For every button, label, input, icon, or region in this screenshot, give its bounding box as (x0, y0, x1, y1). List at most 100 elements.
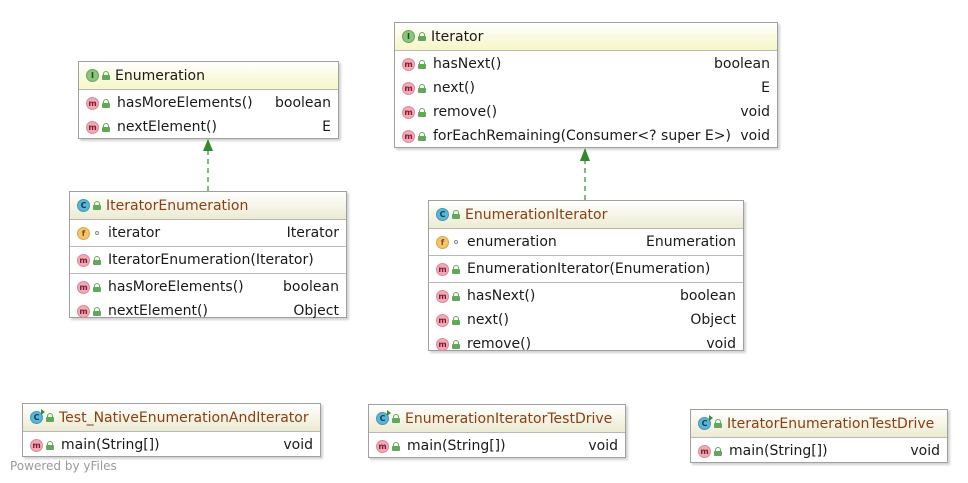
class-header: C IteratorEnumeration (70, 192, 346, 220)
public-lock-icon (93, 201, 101, 210)
public-lock-icon (102, 122, 110, 132)
field-type: Enumeration (646, 234, 736, 250)
method-row[interactable]: m main(String[]) void (369, 434, 625, 458)
public-lock-icon (714, 419, 722, 428)
interface-icon: I (402, 30, 415, 43)
public-lock-icon (418, 131, 426, 141)
return-type: void (283, 437, 313, 453)
method-icon: m (436, 289, 449, 303)
methods-section: m main(String[]) void (23, 432, 320, 458)
method-name: hasNext() (433, 56, 502, 72)
method-icon: m (436, 262, 449, 276)
methods-section: m hasMoreElements() boolean m nextElemen… (70, 274, 346, 324)
class-name: Iterator (431, 28, 484, 45)
public-lock-icon (392, 414, 400, 423)
method-name: nextElement() (117, 119, 217, 135)
public-lock-icon (93, 306, 101, 316)
return-type: E (761, 80, 770, 96)
class-name: EnumerationIterator (465, 206, 608, 223)
method-icon: m (402, 57, 415, 71)
class-name: Enumeration (115, 67, 205, 84)
runnable-class-icon: C (698, 415, 713, 430)
method-name: hasMoreElements() (117, 95, 253, 111)
return-type: void (706, 336, 736, 352)
return-type: boolean (680, 288, 736, 304)
implements-arrow-enumerationiterator-iterator (580, 148, 590, 200)
class-header: C Test_NativeEnumerationAndIterator (23, 404, 320, 432)
class-header: C EnumerationIteratorTestDrive (369, 405, 625, 433)
methods-section: m hasMoreElements() boolean m nextElemen… (79, 90, 338, 140)
constructors-section: m IteratorEnumeration(Iterator) (70, 247, 346, 274)
constructors-section: m EnumerationIterator(Enumeration) (429, 256, 743, 283)
method-row[interactable]: m hasNext() boolean (429, 284, 743, 308)
package-private-icon (93, 229, 101, 238)
static-method-icon: m (698, 444, 711, 458)
static-method-icon: m (376, 439, 389, 453)
field-row[interactable]: f enumeration Enumeration (429, 230, 743, 254)
class-header: I Iterator (395, 23, 777, 51)
method-row[interactable]: m next() Object (429, 308, 743, 332)
public-lock-icon (714, 446, 722, 456)
method-row[interactable]: m hasNext() boolean (395, 52, 777, 76)
public-lock-icon (392, 441, 400, 451)
class-name: IteratorEnumerationTestDrive (727, 415, 935, 432)
method-row[interactable]: m hasMoreElements() boolean (70, 275, 346, 299)
public-lock-icon (93, 255, 101, 265)
field-icon: f (436, 235, 449, 249)
field-name: iterator (108, 225, 161, 241)
methods-section: m hasNext() boolean m next() Object m re… (429, 283, 743, 357)
return-type: void (910, 443, 940, 459)
class-header: I Enumeration (79, 62, 338, 90)
public-lock-icon (452, 339, 460, 349)
method-row[interactable]: m remove() void (395, 100, 777, 124)
method-row[interactable]: m nextElement() E (79, 115, 338, 139)
method-row[interactable]: m forEachRemaining(Consumer<? super E>) … (395, 124, 777, 148)
method-icon: m (86, 96, 99, 110)
methods-section: m main(String[]) void (369, 433, 625, 459)
constructor-row[interactable]: m EnumerationIterator(Enumeration) (429, 257, 743, 281)
constructor-row[interactable]: m IteratorEnumeration(Iterator) (70, 248, 346, 272)
class-box-iterator[interactable]: I Iterator m hasNext() boolean m next() … (394, 22, 778, 148)
public-lock-icon (418, 32, 426, 41)
method-name: next() (467, 312, 509, 328)
method-row[interactable]: m remove() void (429, 332, 743, 356)
methods-section: m hasNext() boolean m next() E m remove(… (395, 51, 777, 149)
fields-section: f enumeration Enumeration (429, 229, 743, 256)
method-name: hasNext() (467, 288, 536, 304)
runnable-class-icon: C (30, 409, 45, 424)
public-lock-icon (418, 107, 426, 117)
class-name: EnumerationIteratorTestDrive (405, 410, 613, 427)
public-lock-icon (102, 98, 110, 108)
return-type: boolean (275, 95, 331, 111)
class-header: C EnumerationIterator (429, 201, 743, 229)
class-box-enumeration[interactable]: I Enumeration m hasMoreElements() boolea… (78, 61, 339, 139)
field-row[interactable]: f iterator Iterator (70, 221, 346, 245)
class-box-iteratorenumerationtestdrive[interactable]: C IteratorEnumerationTestDrive m main(St… (690, 409, 948, 463)
method-row[interactable]: m main(String[]) void (691, 439, 947, 463)
method-name: hasMoreElements() (108, 279, 244, 295)
return-type: boolean (714, 56, 770, 72)
method-icon: m (86, 120, 99, 134)
fields-section: f iterator Iterator (70, 220, 346, 247)
class-name: Test_NativeEnumerationAndIterator (59, 409, 309, 426)
class-box-iteratorenumeration[interactable]: C IteratorEnumeration f iterator Iterato… (69, 191, 347, 319)
method-name: main(String[]) (407, 438, 506, 454)
method-icon: m (436, 313, 449, 327)
method-row[interactable]: m main(String[]) void (23, 433, 320, 457)
return-type: Object (293, 303, 339, 319)
method-name: remove() (433, 104, 498, 120)
class-box-test-native[interactable]: C Test_NativeEnumerationAndIterator m ma… (22, 403, 321, 457)
method-name: main(String[]) (61, 437, 160, 453)
public-lock-icon (418, 59, 426, 69)
class-box-enumerationiteratortestdrive[interactable]: C EnumerationIteratorTestDrive m main(St… (368, 404, 626, 458)
method-row[interactable]: m hasMoreElements() boolean (79, 91, 338, 115)
package-private-icon (452, 238, 460, 247)
class-box-enumerationiterator[interactable]: C EnumerationIterator f enumeration Enum… (428, 200, 744, 352)
powered-by-label: Powered by yFiles (10, 459, 117, 473)
interface-icon: I (86, 69, 99, 82)
method-row[interactable]: m nextElement() Object (70, 299, 346, 323)
return-type: Object (690, 312, 736, 328)
runnable-class-icon: C (376, 410, 391, 425)
method-row[interactable]: m next() E (395, 76, 777, 100)
